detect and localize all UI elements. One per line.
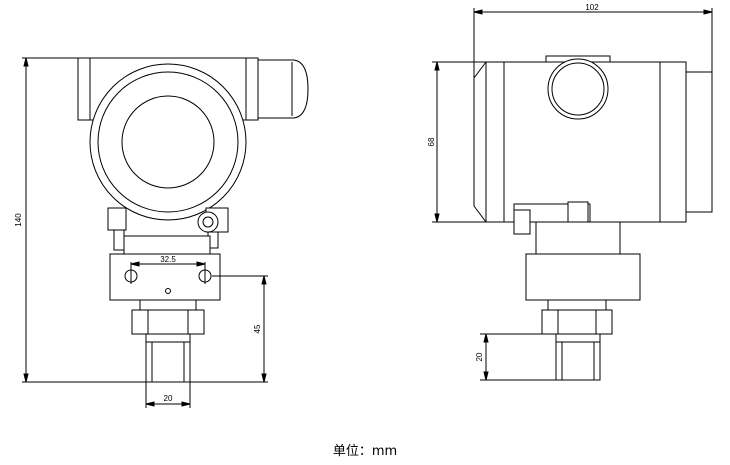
side-view	[473, 55, 713, 381]
front-display-window	[121, 95, 215, 189]
dim-front-height-label: 140	[14, 213, 23, 227]
front-dimensions	[22, 57, 268, 408]
front-mounting-block	[109, 253, 221, 301]
side-end-cap	[685, 71, 713, 213]
front-round-body	[89, 63, 247, 221]
side-flange	[525, 253, 641, 301]
front-view	[77, 57, 309, 383]
dim-hole-spacing-label: 32.5	[160, 255, 176, 264]
dim-front-bottom-width-label: 20	[164, 394, 173, 403]
dim-side-width-label: 102	[585, 3, 599, 12]
side-cable-gland	[547, 58, 609, 120]
dim-side-height-label: 68	[427, 137, 436, 146]
dim-side-bottom-height-label: 20	[475, 352, 484, 361]
side-thread	[555, 333, 601, 381]
front-thread	[145, 333, 191, 383]
front-hex-nut	[131, 309, 205, 335]
unit-label: 单位：mm	[332, 444, 398, 459]
dim-front-lower-height-label: 45	[253, 324, 262, 333]
side-dimensions	[432, 8, 713, 381]
front-cable-gland	[258, 59, 309, 119]
side-hex-nut	[541, 309, 613, 335]
